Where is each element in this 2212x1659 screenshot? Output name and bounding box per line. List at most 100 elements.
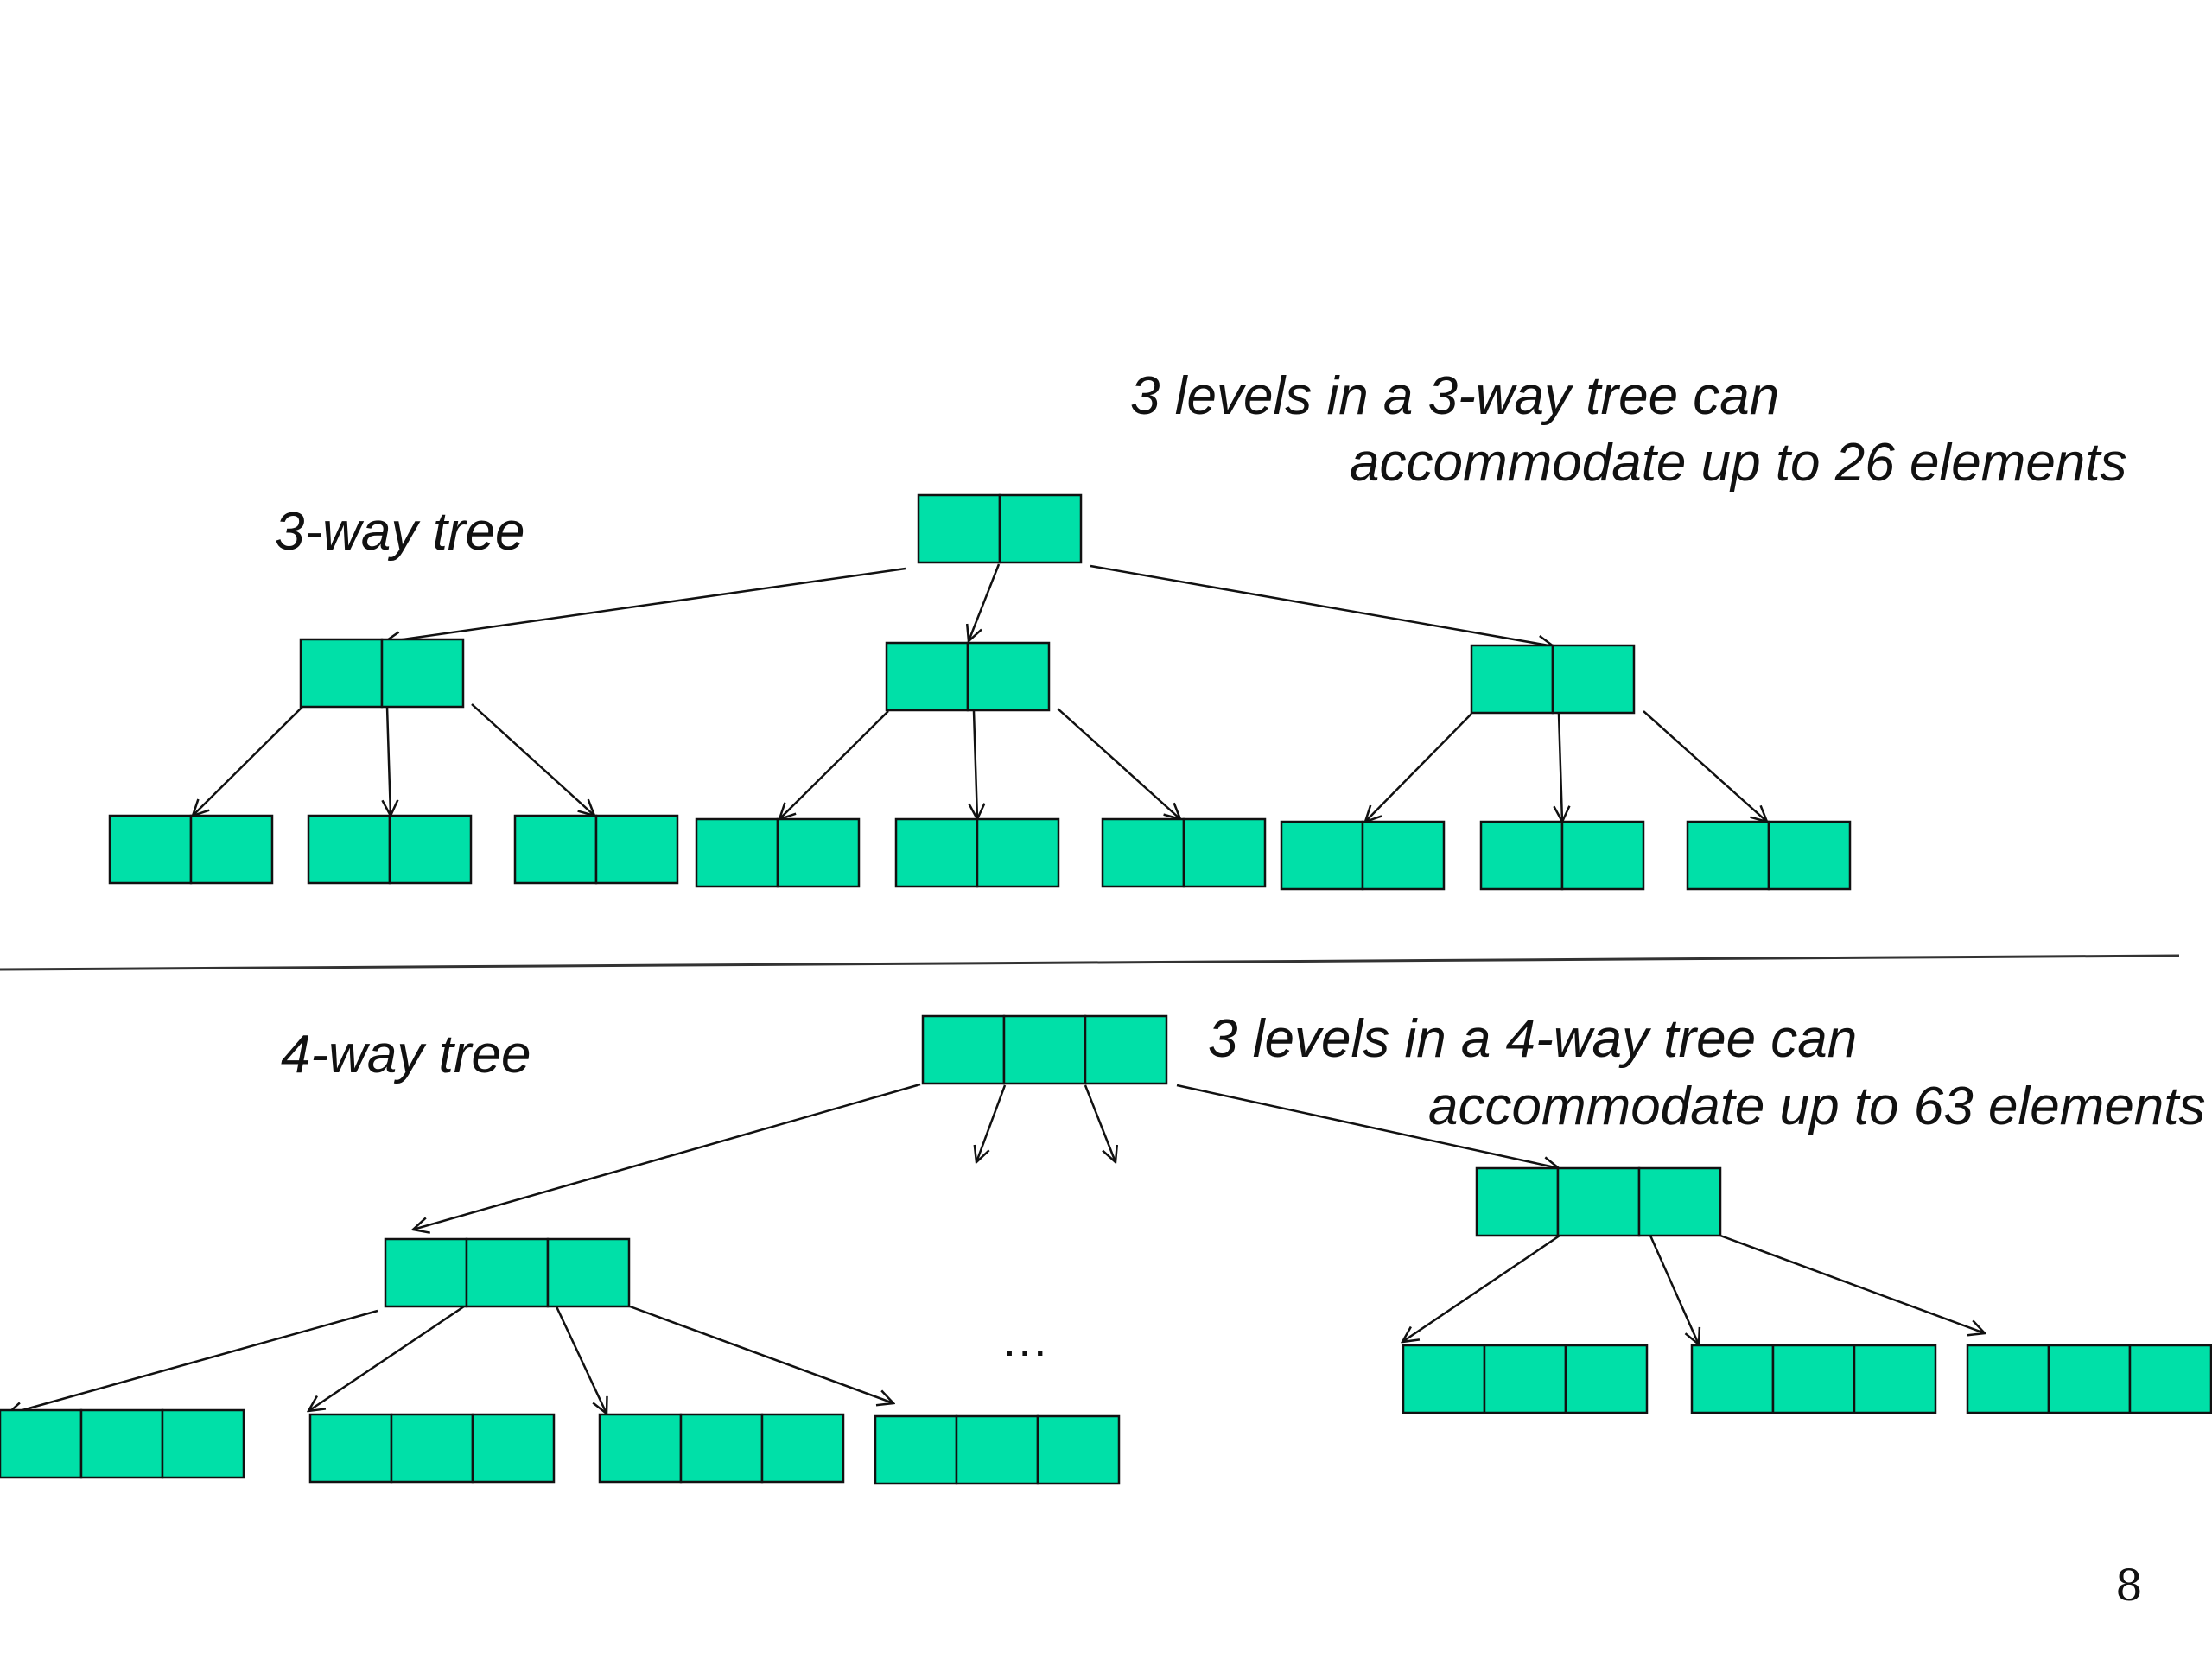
four-way-root-node — [921, 1014, 1168, 1085]
four-way-leaf-node — [308, 1413, 556, 1484]
four-way-level2-node — [1475, 1166, 1722, 1237]
three-way-caption-line2: accommodate up to 26 elements — [1350, 433, 2127, 493]
three-way-child-edge — [1643, 710, 1767, 822]
node-cell — [760, 1413, 845, 1484]
three-way-root-edge — [1090, 564, 1554, 646]
node-cell — [594, 814, 679, 885]
three-way-tree-title: 3-way tree — [275, 502, 525, 562]
four-way-leaf-node — [0, 1408, 245, 1479]
node-cell — [917, 493, 1001, 564]
three-way-level2-node — [299, 638, 465, 709]
node-cell — [1475, 1166, 1560, 1237]
node-cell — [384, 1237, 468, 1308]
three-way-child-edge — [1365, 713, 1472, 822]
three-way-leaf-node — [1479, 820, 1645, 891]
node-cell — [1767, 820, 1852, 891]
four-way-root-edge — [1176, 1084, 1559, 1168]
four-way-caption-line1: 3 levels in a 4-way tree can — [1208, 1009, 1858, 1069]
node-cell — [1556, 1166, 1641, 1237]
node-cell — [1966, 1344, 2050, 1414]
node-cell — [2047, 1344, 2132, 1414]
section-divider — [0, 954, 2180, 971]
node-cell — [1637, 1166, 1722, 1237]
node-cell — [1280, 820, 1364, 891]
node-cell — [108, 814, 193, 885]
four-way-child-edge — [554, 1304, 607, 1414]
node-cell — [1771, 1344, 1856, 1414]
node-cell — [874, 1414, 958, 1485]
four-way-level2-node — [384, 1237, 631, 1308]
node-cell — [307, 814, 391, 885]
node-cell — [955, 1414, 1039, 1485]
node-cell — [966, 641, 1051, 712]
three-way-leaf-node — [1280, 820, 1446, 891]
node-cell — [1084, 1014, 1168, 1085]
three-way-leaf-node — [1101, 817, 1267, 888]
node-cell — [388, 814, 473, 885]
three-way-leaf-node — [894, 817, 1060, 888]
node-cell — [1036, 1414, 1121, 1485]
three-way-level2-node — [885, 641, 1051, 712]
four-way-root-edge — [413, 1083, 921, 1230]
four-way-leaf-node — [1402, 1344, 1649, 1414]
three-way-child-edge — [779, 710, 889, 819]
more-children-ellipsis: … — [1001, 1312, 1049, 1366]
node-cell — [2128, 1344, 2212, 1414]
node-cell — [1182, 817, 1267, 888]
three-way-leaf-node — [695, 817, 861, 888]
three-way-root-edge — [385, 567, 906, 642]
node-cell — [390, 1413, 474, 1484]
node-cell — [921, 1014, 1006, 1085]
node-cell — [998, 493, 1083, 564]
node-cell — [1551, 644, 1636, 715]
node-cell — [513, 814, 598, 885]
node-cell — [380, 638, 465, 709]
node-cell — [189, 814, 274, 885]
node-cell — [546, 1237, 631, 1308]
node-cell — [161, 1408, 245, 1479]
three-way-leaf-node — [513, 814, 679, 885]
node-cell — [894, 817, 979, 888]
four-way-leaf-node — [598, 1413, 845, 1484]
four-way-root-edge — [1084, 1084, 1116, 1162]
node-cell — [1483, 1344, 1567, 1414]
node-cell — [299, 638, 384, 709]
four-way-child-edge — [308, 1305, 465, 1411]
node-cell — [1402, 1344, 1486, 1414]
node-cell — [1101, 817, 1185, 888]
node-cell — [885, 641, 969, 712]
four-way-leaf-node — [874, 1414, 1121, 1485]
three-way-leaf-node — [108, 814, 274, 885]
three-way-child-edge — [387, 706, 391, 816]
four-way-leaf-node — [1966, 1344, 2212, 1414]
node-cell — [1361, 820, 1446, 891]
four-way-leaf-node — [1690, 1344, 1937, 1414]
node-cell — [1853, 1344, 1937, 1414]
four-way-root-edge — [976, 1084, 1007, 1162]
four-way-tree-title: 4-way tree — [281, 1025, 531, 1084]
node-cell — [1479, 820, 1564, 891]
three-way-child-edge — [974, 710, 977, 819]
four-way-child-edge — [1719, 1234, 1985, 1333]
node-cell — [1686, 820, 1770, 891]
four-way-child-edge — [1649, 1235, 1699, 1344]
node-cell — [79, 1408, 164, 1479]
three-way-root-edge — [969, 563, 1001, 641]
three-way-child-edge — [1559, 713, 1562, 822]
four-way-caption-line2: accommodate up to 63 elements — [1428, 1077, 2206, 1136]
four-way-child-edge — [629, 1305, 893, 1403]
node-cell — [598, 1413, 683, 1484]
three-way-child-edge — [471, 703, 594, 816]
three-way-leaf-node — [307, 814, 473, 885]
tree-edges — [7, 563, 1985, 1414]
tree-nodes — [0, 493, 2212, 1485]
four-way-child-edge — [7, 1309, 378, 1414]
node-cell — [776, 817, 861, 888]
three-way-level2-node — [1470, 644, 1636, 715]
node-cell — [679, 1413, 764, 1484]
node-cell — [465, 1237, 550, 1308]
node-cell — [976, 817, 1060, 888]
page-number: 8 — [2115, 1560, 2143, 1611]
four-way-child-edge — [1402, 1234, 1560, 1342]
